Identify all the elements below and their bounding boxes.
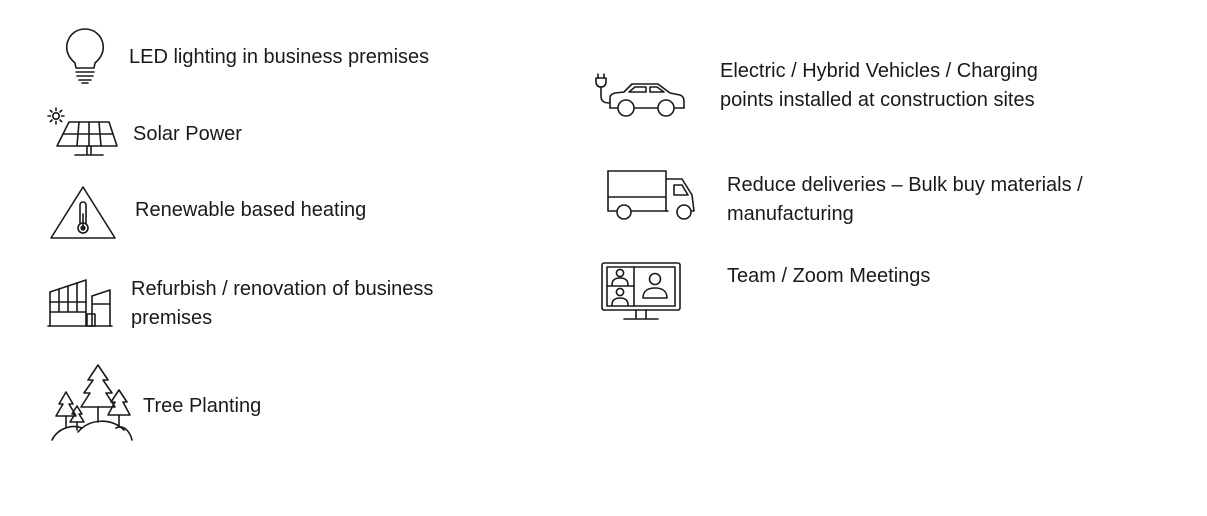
building-icon [46, 274, 114, 330]
video-meeting-icon [598, 261, 684, 323]
trees-icon [50, 362, 134, 442]
electric-car-icon [594, 70, 686, 120]
refurbish-label: Refurbish / renovation of business premi… [131, 278, 434, 329]
team-meetings-label: Team / Zoom Meetings [727, 265, 931, 287]
tree-planting-label: Tree Planting [143, 395, 262, 417]
solar-panel-icon [45, 106, 120, 158]
delivery-truck-icon [604, 167, 698, 223]
renewable-heating-label: Renewable based heating [135, 199, 367, 221]
solar-power-label: Solar Power [133, 123, 242, 145]
led-lighting-label: LED lighting in business premises [129, 46, 430, 68]
lightbulb-icon [62, 26, 108, 86]
reduce-deliveries-label: Reduce deliveries – Bulk buy materials /… [727, 174, 1083, 225]
electric-vehicles-label: Electric / Hybrid Vehicles / Charging po… [720, 60, 1038, 111]
thermometer-warning-icon [48, 184, 118, 242]
